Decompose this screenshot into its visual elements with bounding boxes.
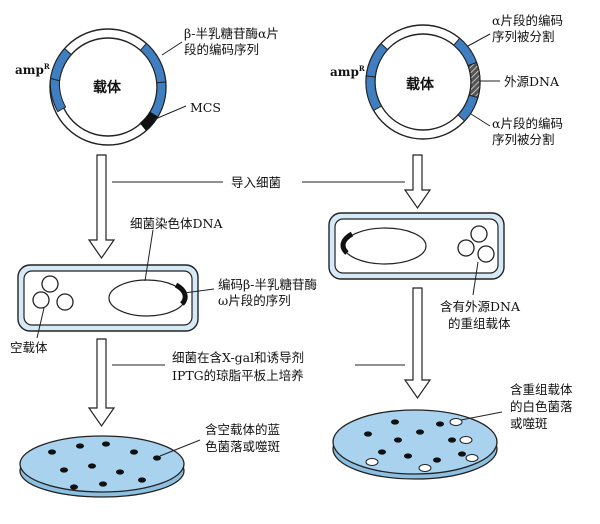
blue-colony bbox=[116, 469, 124, 475]
left-empty-vector-label: 空载体 bbox=[10, 340, 48, 355]
blue-colony bbox=[102, 441, 110, 447]
blue-colony bbox=[404, 453, 412, 459]
blue-colony bbox=[433, 457, 441, 463]
blue-colony bbox=[76, 443, 84, 449]
left-down-arrow-2 bbox=[87, 338, 116, 428]
left-chromosome-label: 细菌染色体DNA bbox=[130, 216, 223, 231]
right-split-top-line1: α片段的编码 bbox=[492, 13, 563, 28]
blue-colony bbox=[416, 429, 424, 435]
right-amp-label: ampR bbox=[330, 64, 365, 79]
right-split-bottom-segment bbox=[457, 94, 479, 122]
left-lacz-label-line1: β-半乳糖苷酶α片 bbox=[184, 26, 279, 41]
left-plate-label-line2: 色菌落或噬斑 bbox=[205, 439, 280, 454]
right-plate-surface bbox=[332, 409, 498, 475]
right-plate-leader bbox=[460, 411, 503, 421]
step-transform-arrows: 导入细菌 bbox=[87, 154, 432, 260]
blue-colony bbox=[448, 437, 456, 443]
blue-colony bbox=[378, 449, 386, 455]
left-omega-label-line1: 编码β-半乳糖苷酶 bbox=[218, 277, 317, 292]
right-omega-gene bbox=[340, 231, 354, 255]
step-plate-arrows: 细菌在含X-gal和诱导剂 IPTG的琼脂平板上培养 bbox=[87, 287, 432, 428]
right-split-top-leader bbox=[467, 33, 491, 47]
blue-colony bbox=[70, 484, 78, 490]
step-transform-label: 导入细菌 bbox=[231, 175, 281, 190]
left-chromosome bbox=[108, 279, 186, 317]
right-split-bottom-leader bbox=[470, 113, 491, 127]
right-split-bottom-line1: α片段的编码 bbox=[492, 116, 563, 131]
left-empty-vector-3 bbox=[56, 293, 74, 311]
left-empty-vector-leader bbox=[36, 307, 45, 339]
left-amp-segment bbox=[50, 47, 73, 82]
right-recombinant-3 bbox=[477, 245, 495, 263]
white-colony bbox=[365, 458, 379, 466]
left-lacz-leader bbox=[161, 41, 183, 56]
left-empty-vector-1 bbox=[41, 275, 59, 293]
white-colony bbox=[418, 464, 432, 472]
blue-colony bbox=[394, 437, 402, 443]
right-chromosome bbox=[343, 227, 427, 265]
left-vector-label: 载体 bbox=[93, 79, 122, 96]
white-colony bbox=[459, 436, 473, 444]
right-amp-segment-lower bbox=[365, 75, 383, 112]
right-recombinant-1 bbox=[470, 225, 488, 243]
blue-colony bbox=[138, 477, 146, 483]
left-omega-gene bbox=[174, 282, 188, 306]
left-amp-label: ampR bbox=[15, 62, 50, 77]
left-omega-leader bbox=[183, 288, 215, 294]
right-bacterium: 含有外源DNA 的重组载体 bbox=[328, 212, 521, 331]
left-plate-label-line1: 含空载体的蓝 bbox=[205, 422, 280, 437]
white-colony bbox=[449, 418, 463, 426]
left-mcs-label: MCS bbox=[190, 100, 221, 115]
left-down-arrow-1 bbox=[87, 154, 116, 260]
left-empty-vector-2 bbox=[32, 291, 50, 309]
left-lacz-label-line2: 段的编码序列 bbox=[184, 42, 259, 57]
right-foreign-dna-label: 外源DNA bbox=[504, 74, 560, 89]
left-blue-colonies bbox=[48, 441, 161, 490]
right-recombinant-2 bbox=[457, 239, 475, 257]
left-chromosome-leader bbox=[144, 229, 154, 282]
right-vector-label: 载体 bbox=[406, 76, 435, 93]
blue-colony bbox=[60, 467, 68, 473]
blue-colony bbox=[364, 431, 372, 437]
left-mcs-leader bbox=[152, 105, 187, 121]
left-amp-segment-lower bbox=[49, 77, 67, 113]
right-split-top-line2: 序列被分割 bbox=[492, 29, 555, 44]
right-down-arrow-1 bbox=[403, 154, 432, 210]
right-plasmid: ampR 载体 α片段的编码 序列被分割 外源DNA α片段的编码 序列被分割 bbox=[330, 13, 563, 147]
blue-colony bbox=[88, 463, 96, 469]
left-petri-plate: 含空载体的蓝 色菌落或噬斑 bbox=[19, 422, 280, 498]
blue-colony bbox=[153, 455, 161, 461]
blue-colony bbox=[130, 449, 138, 455]
right-amp-segment bbox=[365, 42, 389, 78]
step-plate-label-line2: IPTG的琼脂平板上培养 bbox=[172, 368, 304, 383]
right-down-arrow-2 bbox=[403, 287, 432, 400]
blue-colony bbox=[458, 451, 466, 457]
blue-colony bbox=[391, 419, 399, 425]
blue-colony bbox=[436, 421, 444, 427]
blue-colony bbox=[48, 449, 56, 455]
right-recombinant-line1: 含有外源DNA bbox=[440, 299, 521, 314]
right-split-bottom-line2: 序列被分割 bbox=[492, 132, 555, 147]
left-omega-label-line2: ω片段的序列 bbox=[218, 293, 291, 308]
white-colony bbox=[465, 454, 479, 462]
right-colonies bbox=[364, 418, 479, 472]
right-plate-label-line2: 的白色菌落 bbox=[510, 399, 573, 414]
left-plate-leader bbox=[159, 439, 201, 457]
right-petri-plate: 含重组载体 的白色菌落 或噬斑 bbox=[332, 382, 573, 480]
blue-colony bbox=[99, 481, 107, 487]
right-plate-label-line1: 含重组载体 bbox=[510, 382, 573, 397]
right-recombinant-line2: 的重组载体 bbox=[448, 316, 511, 331]
right-recombinant-leader bbox=[472, 261, 479, 296]
step-plate-label-line1: 细菌在含X-gal和诱导剂 bbox=[172, 350, 304, 365]
left-mcs-segment bbox=[139, 111, 159, 131]
left-plasmid: ampR 载体 β-半乳糖苷酶α片 段的编码序列 MCS bbox=[15, 26, 279, 146]
right-plate-label-line3: 或噬斑 bbox=[510, 416, 548, 431]
left-bacterium: 细菌染色体DNA 编码β-半乳糖苷酶 ω片段的序列 空载体 bbox=[10, 216, 317, 355]
